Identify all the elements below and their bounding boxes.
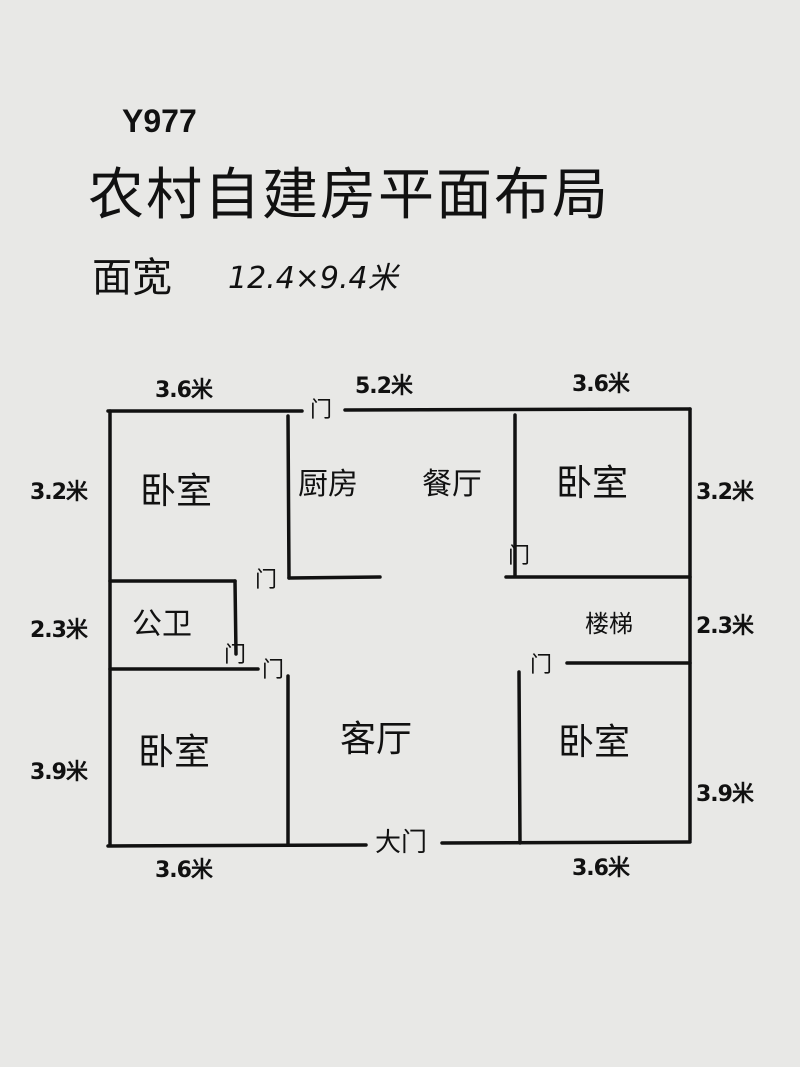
dim-bottom-right: 3.6米 <box>572 856 630 881</box>
room-bedroom-bottom-right: 卧室 <box>558 722 631 763</box>
page-title: 农村自建房平面布局 <box>88 163 610 228</box>
main-door-label: 大门 <box>375 828 428 858</box>
wall <box>440 840 692 845</box>
door-label-bedroom-bottom-left: 门 <box>262 658 285 683</box>
door-label-bedroom-top-right: 门 <box>508 544 531 569</box>
room-bedroom-bottom-left: 卧室 <box>138 732 211 773</box>
room-kitchen: 厨房 <box>298 467 358 502</box>
wall <box>233 579 238 656</box>
door-label-bedroom-top-left: 门 <box>255 568 278 593</box>
wall <box>106 843 368 848</box>
dim-top-left: 3.6米 <box>155 378 213 403</box>
dim-left-middle: 2.3米 <box>30 618 88 643</box>
dim-right-top: 3.2米 <box>696 480 754 505</box>
wall <box>517 670 522 845</box>
dim-left-bottom: 3.9米 <box>30 760 88 785</box>
plan-code: Y977 <box>122 103 197 139</box>
dim-bottom-left: 3.6米 <box>155 858 213 883</box>
room-bathroom: 公卫 <box>132 607 192 642</box>
overall-dimensions: 12.4×9.4米 <box>228 261 398 296</box>
door-label-bathroom: 门 <box>224 643 247 668</box>
room-living: 客厅 <box>340 719 413 760</box>
dim-right-middle: 2.3米 <box>696 614 754 639</box>
door-label-bedroom-bottom-right: 门 <box>530 653 553 678</box>
room-dining: 餐厅 <box>422 467 482 502</box>
width-label: 面宽 <box>92 255 172 301</box>
dim-top-middle: 5.2米 <box>355 374 413 399</box>
wall <box>343 407 692 412</box>
door-label-kitchen: 门 <box>310 398 333 423</box>
room-bedroom-top-left: 卧室 <box>140 471 213 512</box>
dim-top-right: 3.6米 <box>572 372 630 397</box>
wall <box>286 414 291 580</box>
dim-left-top: 3.2米 <box>30 480 88 505</box>
dim-right-bottom: 3.9米 <box>696 782 754 807</box>
room-bedroom-top-right: 卧室 <box>556 463 629 504</box>
room-stairs: 楼梯 <box>585 610 633 638</box>
wall <box>287 575 382 580</box>
